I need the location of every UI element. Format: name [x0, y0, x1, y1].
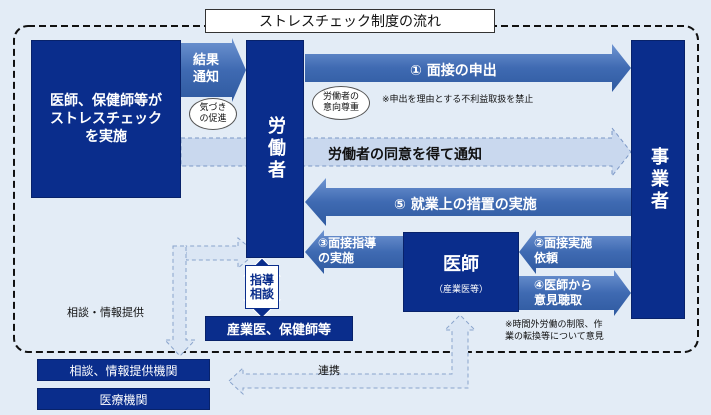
diagram-title: ストレスチェック制度の流れ: [205, 9, 495, 33]
request-interview-label: ① 面接の申出: [410, 63, 497, 79]
awareness-text: 気づき の促進: [199, 103, 227, 124]
interview-guidance-label: ③面接指導 の実施: [318, 236, 377, 265]
info-org-label: 相談、情報提供機関: [69, 363, 178, 378]
implementer-label: 医師、保健師等が ストレスチェック を実施: [50, 93, 162, 145]
guidance-consultation-text: 指導 相談: [249, 273, 274, 301]
info-org-box: 相談、情報提供機関: [37, 359, 210, 381]
results-notification-label: 結果 通知: [193, 53, 220, 85]
guidance-consultation-box: 指導 相談: [245, 265, 279, 309]
implementer-box: 医師、保健師等が ストレスチェック を実施: [31, 40, 181, 198]
diagram-title-text: ストレスチェック制度の流れ: [259, 14, 441, 30]
arrow-request-interview: [305, 44, 631, 92]
doctor-label: 医師: [443, 253, 479, 275]
respect-text: 労働者の 意向尊重: [322, 92, 359, 113]
doctor-sublabel: （産業医等）: [433, 284, 488, 295]
coordination-label: 連携: [318, 364, 340, 377]
measures-label: ⑤ 就業上の措置の実施: [394, 197, 537, 213]
hear-opinion-label: ④医師から 意見聴取: [534, 278, 593, 307]
arrow-consultation-info-stem: [163, 245, 197, 357]
medical-org-label: 医療機関: [99, 392, 148, 407]
consent-notice-label: 労働者の同意を得て通知: [328, 147, 482, 163]
worker-label: 労働者: [265, 116, 286, 182]
arrow-interview-guidance: [305, 230, 403, 274]
arrow-request-implementation: [519, 230, 631, 274]
employer-box: 事業者: [631, 40, 685, 319]
request-implementation-label: ②面接実施 依頼: [534, 236, 593, 265]
disadvantage-note: ※申出を理由とする不利益取扱を禁止: [382, 95, 534, 105]
awareness-oval: 気づき の促進: [189, 98, 237, 130]
support-staff-label: 産業医、保健師等: [226, 323, 331, 338]
arrow-measures: [305, 178, 631, 226]
consultation-info-label: 相談・情報提供: [67, 306, 144, 319]
dashed-frame: [13, 25, 699, 353]
arrow-hear-opinion: [519, 270, 631, 316]
worker-box: 労働者: [246, 40, 304, 258]
arrow-coordination: [228, 314, 477, 396]
respect-oval: 労働者の 意向尊重: [312, 86, 370, 120]
medical-org-box: 医療機関: [37, 388, 210, 410]
arrow-results-notification: [181, 38, 246, 102]
doctor-box: 医師 （産業医等）: [403, 232, 519, 312]
overtime-note: ※時間外労働の制限、作 業の転換等について意見: [505, 320, 604, 342]
support-staff-box: 産業医、保健師等: [205, 316, 353, 341]
employer-label: 事業者: [648, 146, 669, 213]
